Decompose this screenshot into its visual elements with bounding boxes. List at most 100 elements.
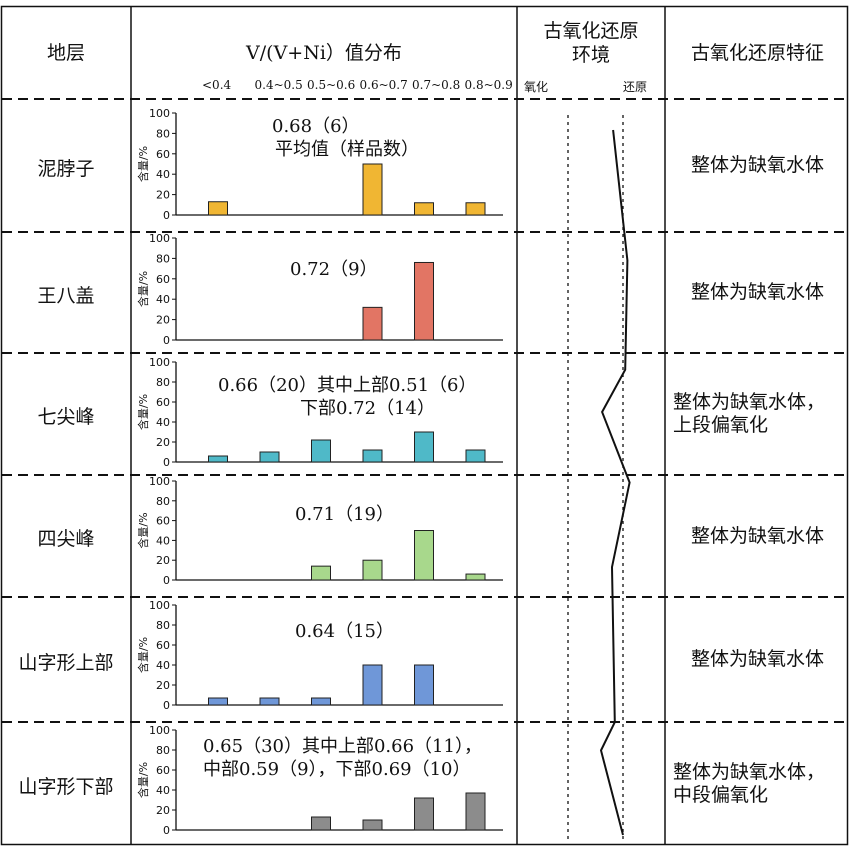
y-tick-label-row-3-2: 40: [156, 534, 170, 547]
bar-row-2-3: [362, 449, 383, 463]
feature-row-0-0: 整体为缺氧水体: [690, 154, 824, 176]
y-tick-label-row-2-3: 60: [156, 396, 170, 409]
layer-name-4: 山字形上部: [18, 651, 114, 674]
bar-row-1-4: [414, 261, 434, 341]
annotation-row-1-0: 0.72（9）: [290, 259, 378, 280]
bar-row-5-2: [311, 816, 331, 831]
y-tick-label-row-1-5: 100: [149, 232, 170, 245]
y-tick-label-row-4-0: 0: [163, 699, 170, 712]
feature-row-3-0: 整体为缺氧水体: [690, 524, 824, 547]
y-tick-label-row-3-0: 0: [163, 574, 170, 587]
header-env-line2: 环境: [571, 44, 610, 66]
annotation-row-2-0: 0.66（20）其中上部0.51（6）: [218, 375, 477, 396]
outer-border: [0, 5, 849, 846]
ylabel-row-5: 含量/%: [136, 762, 150, 798]
y-tick-label-row-0-5: 100: [149, 107, 170, 120]
bar-row-4-2: [311, 697, 331, 706]
layer-name-5: 山字形下部: [18, 775, 114, 798]
y-tick-label-row-4-2: 40: [156, 659, 170, 672]
y-tick-label-row-2-0: 0: [163, 456, 170, 469]
bar-row-3-4: [414, 530, 434, 581]
redox-curve: [599, 129, 631, 836]
header-layer: 地层: [46, 42, 85, 64]
ylabel-row-0: 含量/%: [136, 146, 150, 182]
bar-row-4-0: [208, 697, 228, 706]
layer-name-0: 泥脖子: [37, 157, 95, 180]
bar-row-4-1: [259, 697, 280, 706]
feature-row-1-0: 整体为缺氧水体: [690, 281, 824, 303]
bar-row-2-2: [311, 439, 331, 463]
y-tick-label-row-0-1: 20: [156, 189, 170, 202]
y-tick-label-row-2-5: 100: [149, 356, 170, 369]
y-tick-label-row-0-3: 60: [156, 148, 170, 161]
y-tick-label-row-3-1: 20: [156, 554, 170, 567]
layer-name-3: 四尖峰: [37, 528, 95, 550]
env-reduce-label: 还原: [623, 80, 648, 94]
category-label-1: 0.4~0.5: [254, 78, 303, 92]
y-tick-label-row-5-4: 80: [156, 744, 170, 757]
annotation-row-0-0: 0.68（6）: [272, 116, 360, 137]
layer-name-2: 七尖峰: [37, 406, 95, 428]
bar-row-1-3: [362, 306, 383, 341]
feature-row-5-1: 中段偏氧化: [673, 783, 769, 806]
y-tick-label-row-4-3: 60: [156, 639, 170, 652]
y-tick-label-row-2-2: 40: [156, 416, 170, 429]
header-env-line1: 古氧化还原: [543, 20, 639, 42]
bar-row-0-5: [465, 202, 486, 216]
y-tick-label-row-5-5: 100: [149, 724, 170, 737]
feature-row-2-0: 整体为缺氧水体，: [673, 391, 826, 413]
category-label-3: 0.6~0.7: [359, 78, 408, 92]
bar-row-0-4: [414, 202, 434, 216]
category-label-0: <0.4: [202, 78, 232, 92]
bar-row-5-5: [465, 792, 486, 831]
y-tick-label-row-5-3: 60: [156, 764, 170, 777]
y-tick-label-row-1-4: 80: [156, 252, 170, 265]
bar-row-0-3: [362, 163, 383, 216]
feature-row-2-1: 上段偏氧化: [673, 414, 769, 436]
env-oxidize-label: 氧化: [524, 80, 549, 94]
y-tick-label-row-1-3: 60: [156, 273, 170, 286]
y-tick-label-row-5-2: 40: [156, 784, 170, 797]
y-tick-label-row-4-1: 20: [156, 679, 170, 692]
bar-row-0-0: [208, 201, 228, 216]
y-tick-label-row-3-3: 60: [156, 515, 170, 528]
annotation-row-5-1: 中部0.59（9），下部0.69（10）: [203, 759, 471, 780]
ylabel-row-2: 含量/%: [136, 394, 150, 430]
y-tick-label-row-4-4: 80: [156, 619, 170, 632]
y-tick-label-row-4-5: 100: [149, 599, 170, 612]
bar-row-2-5: [465, 449, 486, 463]
annotation-row-4-0: 0.64（15）: [295, 621, 394, 642]
y-tick-label-row-0-2: 40: [156, 168, 170, 181]
y-tick-label-row-3-4: 80: [156, 495, 170, 508]
bar-row-2-0: [208, 455, 228, 463]
category-label-2: 0.5~0.6: [307, 78, 356, 92]
annotation-row-3-0: 0.71（19）: [295, 504, 394, 525]
bar-row-3-3: [362, 559, 383, 581]
y-tick-label-row-5-1: 20: [156, 804, 170, 817]
y-tick-label-row-2-1: 20: [156, 436, 170, 449]
y-tick-label-row-2-4: 80: [156, 376, 170, 389]
annotation-row-5-0: 0.65（30）其中上部0.66（11），: [203, 736, 482, 757]
bar-row-4-3: [362, 664, 383, 706]
y-tick-label-row-1-1: 20: [156, 314, 170, 327]
annotation-row-0-1: 平均值（样品数）: [275, 139, 419, 160]
category-label-4: 0.7~0.8: [412, 78, 461, 92]
feature-row-5-0: 整体为缺氧水体，: [673, 760, 826, 783]
y-tick-label-row-1-2: 40: [156, 293, 170, 306]
ylabel-row-1: 含量/%: [136, 271, 150, 307]
annotation-row-2-1: 下部0.72（14）: [300, 398, 435, 419]
header-feature: 古氧化还原特征: [690, 42, 824, 64]
y-tick-label-row-0-4: 80: [156, 127, 170, 140]
y-tick-label-row-0-0: 0: [163, 209, 170, 222]
bar-row-3-5: [465, 573, 486, 581]
bar-row-3-2: [311, 565, 331, 581]
bar-row-2-1: [259, 451, 280, 463]
ylabel-row-4: 含量/%: [136, 637, 150, 673]
header-chart: V/(V+Ni）值分布: [246, 42, 402, 64]
bar-row-2-4: [414, 431, 434, 463]
y-tick-label-row-3-5: 100: [149, 475, 170, 488]
feature-row-4-0: 整体为缺氧水体: [690, 648, 824, 670]
layer-name-1: 王八盖: [37, 284, 95, 307]
